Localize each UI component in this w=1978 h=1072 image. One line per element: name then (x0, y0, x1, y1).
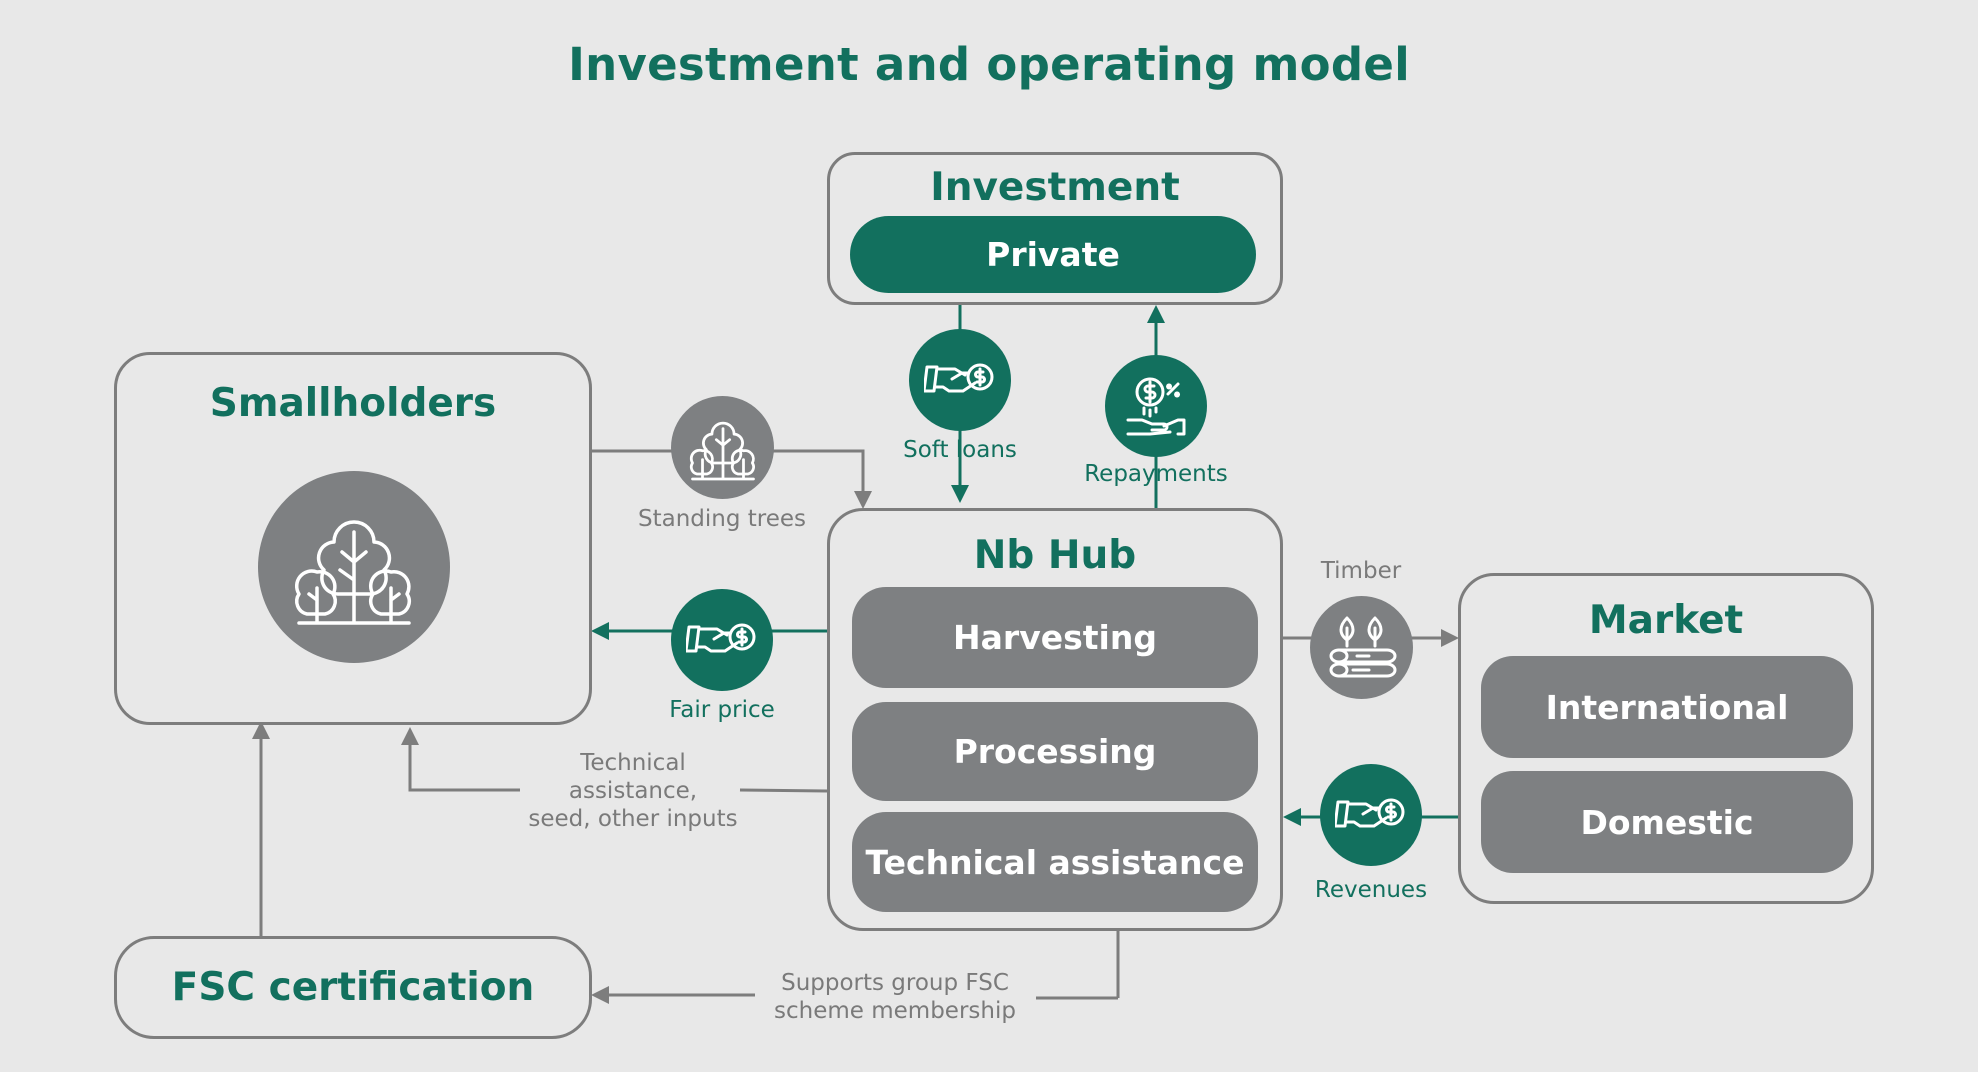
diagram-title: Investment and operating model (568, 38, 1410, 91)
revenues-circle (1320, 764, 1422, 866)
private-pill: Private (850, 216, 1256, 293)
harvesting-pill: Harvesting (852, 587, 1258, 688)
investment-title: Investment (930, 165, 1180, 210)
fair-price-circle (671, 589, 773, 691)
trees-icon (294, 520, 411, 625)
technical-assistance-line-2: assistance, (568, 778, 698, 804)
nb-hub-box: Nb Hub Harvesting Processing Technical a… (827, 508, 1283, 931)
hand-money-percent-icon (1126, 377, 1186, 436)
handshake-money-icon (686, 623, 756, 653)
fsc-support-line-2: scheme membership (774, 998, 1016, 1024)
fsc-support-flow-label: Supports group FSC scheme membership (760, 969, 1030, 1025)
investment-box: Investment Private (827, 152, 1283, 305)
handshake-money-icon (924, 363, 994, 393)
fsc-certification-box: FSC certification (114, 936, 592, 1039)
revenues-label: Revenues (1314, 877, 1428, 903)
smallholders-title: Smallholders (209, 381, 497, 426)
repayments-circle (1105, 355, 1207, 457)
technical-assistance-line-1: Technical (580, 750, 686, 776)
international-pill: International (1481, 656, 1853, 758)
smallholders-trees-circle (258, 471, 450, 663)
standing-trees-label: Standing trees (637, 506, 807, 532)
soft-loans-circle (909, 329, 1011, 431)
fsc-certification-title: FSC certification (171, 965, 535, 1010)
technical-assistance-line-3: seed, other inputs (528, 806, 738, 832)
technical-assistance-flow-label: Technical assistance, seed, other inputs (520, 749, 746, 833)
timber-circle (1310, 596, 1413, 699)
market-box: Market International Domestic (1458, 573, 1874, 904)
technical-assistance-pill: Technical assistance (852, 812, 1258, 912)
handshake-money-icon (1335, 798, 1405, 828)
fsc-support-line-1: Supports group FSC (781, 970, 1009, 996)
standing-trees-circle (671, 396, 774, 499)
trees-icon (689, 421, 755, 480)
timber-label: Timber (1320, 558, 1402, 584)
technical-assistance-line-a (739, 788, 828, 793)
repayments-label: Repayments (1084, 461, 1228, 487)
fair-price-label: Fair price (669, 697, 775, 723)
nb-hub-title: Nb Hub (973, 533, 1137, 578)
technical-assistance-line-b (401, 727, 520, 792)
processing-pill: Processing (852, 702, 1258, 801)
soft-loans-label: Soft loans (903, 437, 1017, 463)
smallholders-box: Smallholders (114, 352, 592, 725)
logs-icon (1329, 616, 1396, 677)
domestic-pill: Domestic (1481, 771, 1853, 873)
market-title: Market (1588, 598, 1744, 643)
